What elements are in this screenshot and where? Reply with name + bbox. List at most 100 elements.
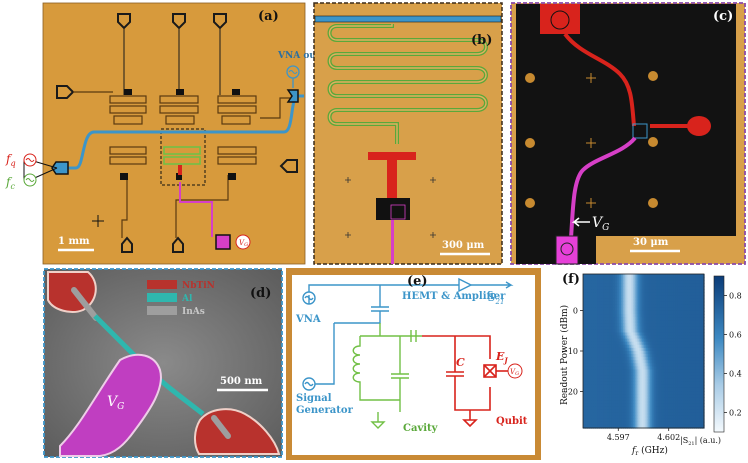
heatmap-cell <box>697 381 701 386</box>
heatmap-cell <box>645 344 649 349</box>
heatmap-cell <box>635 310 639 315</box>
heatmap-cell <box>651 351 655 355</box>
heatmap-cell <box>685 332 689 337</box>
heatmap-cell <box>659 421 663 426</box>
heatmap-cell <box>653 326 657 331</box>
heatmap-cell <box>655 344 659 349</box>
vna-label-e: VNA <box>295 314 321 325</box>
heatmap-cell <box>641 351 645 355</box>
heatmap-cell <box>629 351 632 355</box>
heatmap-cell <box>617 283 620 287</box>
heatmap-cell <box>667 332 671 337</box>
heatmap-cell <box>689 409 693 414</box>
heatmap-cell <box>669 338 673 343</box>
heatmap-cell <box>637 421 641 426</box>
vg-label-c: VG <box>592 215 609 233</box>
heatmap-cell <box>605 310 608 315</box>
heatmap-cell <box>677 304 681 309</box>
heatmap-cell <box>599 289 602 294</box>
heatmap-cell <box>599 320 602 324</box>
heatmap-cell <box>685 415 689 420</box>
heatmap-cell <box>599 412 602 417</box>
heatmap-cell <box>655 277 659 281</box>
heatmap-cell <box>603 335 606 340</box>
heatmap-cell <box>699 323 703 327</box>
heatmap-cell <box>649 412 653 417</box>
heatmap-cell <box>667 415 671 420</box>
heatmap-cell <box>647 295 651 300</box>
heatmap-cell <box>607 277 610 281</box>
heatmap-cell <box>615 329 618 334</box>
heatmap-cell <box>645 274 649 278</box>
heatmap-cell <box>597 338 600 343</box>
heatmap-cell <box>631 354 635 358</box>
heatmap-cell <box>641 409 645 414</box>
heatmap-cell <box>701 418 705 423</box>
heatmap-cell <box>633 329 637 334</box>
heatmap-cell <box>677 369 681 374</box>
heatmap-cell <box>611 403 614 408</box>
heatmap-cell <box>641 357 645 361</box>
heatmap-cell <box>629 387 632 392</box>
heatmap-cell <box>691 289 695 294</box>
heatmap-cell <box>643 415 647 420</box>
heatmap-cell <box>659 304 663 309</box>
heatmap-cell <box>657 400 661 404</box>
heatmap-cell <box>663 277 667 281</box>
heatmap-cell <box>593 421 596 426</box>
heatmap-cell <box>629 314 632 318</box>
heatmap-cell <box>681 424 685 429</box>
heatmap-cell <box>659 387 663 392</box>
heatmap-cell <box>687 415 691 420</box>
heatmap-cell <box>601 357 604 361</box>
heatmap-cell <box>595 320 598 324</box>
heatmap-cell <box>587 409 590 414</box>
heatmap-cell <box>663 283 667 287</box>
heatmap-cell <box>689 418 693 423</box>
heatmap-cell <box>655 304 659 309</box>
heatmap-cell <box>663 274 667 278</box>
heatmap-cell <box>583 357 586 361</box>
heatmap-cell <box>601 310 604 315</box>
heatmap-cell <box>609 354 612 358</box>
heatmap-cell <box>593 378 596 383</box>
heatmap-cell <box>583 394 586 398</box>
heatmap-cell <box>601 289 604 294</box>
heatmap-cell <box>621 314 624 318</box>
heatmap-cell <box>625 421 628 426</box>
heatmap-cell <box>613 406 616 411</box>
heatmap-cell <box>637 298 641 303</box>
heatmap-cell <box>663 391 667 395</box>
heatmap-cell <box>675 354 679 358</box>
heatmap-cell <box>647 403 651 408</box>
heatmap-cell <box>687 329 691 334</box>
heatmap-cell <box>687 354 691 358</box>
heatmap-cell <box>621 341 624 346</box>
heatmap-cell <box>679 301 683 306</box>
legend-label-inas: InAs <box>182 307 205 317</box>
heatmap-cell <box>609 394 612 398</box>
heatmap-cell <box>677 335 681 340</box>
x-tick-label: 4.597 <box>607 433 630 442</box>
heatmap-cell <box>679 286 683 290</box>
heatmap-cell <box>595 391 598 395</box>
heatmap-cell <box>593 338 596 343</box>
heatmap-cell <box>629 338 632 343</box>
heatmap-cell <box>649 351 653 355</box>
heatmap-cell <box>689 424 693 429</box>
heatmap-cell <box>701 329 705 334</box>
heatmap-cell <box>605 292 608 297</box>
heatmap-cell <box>699 394 703 398</box>
heatmap-cell <box>645 286 649 290</box>
heatmap-cell <box>631 283 635 287</box>
heatmap-cell <box>599 421 602 426</box>
heatmap-cell <box>649 280 653 284</box>
heatmap-cell <box>643 323 647 327</box>
heatmap-cell <box>583 412 586 417</box>
heatmap-cell <box>677 286 681 290</box>
heatmap-cell <box>603 304 606 309</box>
heatmap-cell <box>655 406 659 411</box>
heatmap-cell <box>635 363 639 367</box>
heatmap-cell <box>631 289 635 294</box>
heatmap-cell <box>699 421 703 426</box>
